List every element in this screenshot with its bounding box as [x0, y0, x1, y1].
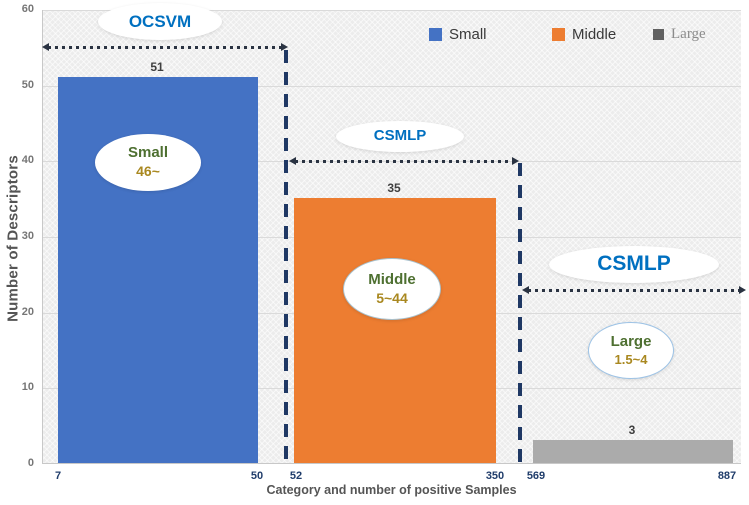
- arrowhead-right-icon: [281, 43, 288, 51]
- y-tick: 40: [21, 154, 34, 167]
- y-tick: 0: [27, 457, 34, 469]
- x-tick: 7: [54, 470, 62, 482]
- category-range: 5~44: [376, 289, 408, 306]
- dashed-divider-small-middle: [284, 50, 288, 463]
- csmlp-large-callout: CSMLP: [549, 246, 719, 283]
- middle-category-callout: Middle 5~44: [343, 258, 441, 320]
- csmlp-label: CSMLP: [597, 252, 671, 276]
- ocsvm-label: OCSVM: [128, 11, 192, 31]
- x-axis-title: Category and number of positive Samples: [266, 483, 517, 497]
- legend-label: Middle: [572, 26, 617, 43]
- csmlp-middle-callout: CSMLP: [336, 121, 464, 152]
- y-tick: 20: [21, 305, 34, 318]
- category-name: Middle: [368, 270, 416, 288]
- x-tick: 887: [717, 470, 737, 482]
- arrowhead-left-icon: [289, 157, 296, 165]
- bar-value-label: 51: [150, 60, 164, 75]
- legend-label: Large: [671, 26, 706, 42]
- large-category-callout: Large 1.5~4: [588, 322, 674, 379]
- x-tick: 52: [289, 470, 303, 482]
- x-tick: 50: [250, 470, 264, 482]
- arrowhead-left-icon: [42, 43, 49, 51]
- arrowhead-right-icon: [739, 286, 746, 294]
- legend-item-large: Large: [653, 26, 706, 43]
- legend-swatch-large-icon: [653, 29, 664, 40]
- y-tick: 50: [21, 78, 34, 91]
- bar-value-label: 3: [628, 423, 636, 438]
- csmlp-middle-range-arrow: [289, 157, 519, 165]
- category-name: Large: [610, 333, 652, 350]
- bar-large: [533, 440, 733, 463]
- legend-swatch-middle-icon: [552, 28, 565, 41]
- y-tick: 30: [21, 230, 34, 242]
- legend-label: Small: [449, 26, 487, 43]
- y-tick: 10: [21, 381, 34, 394]
- csmlp-large-range-arrow: [522, 286, 746, 294]
- arrowhead-left-icon: [522, 286, 529, 294]
- legend-item-small: Small: [429, 26, 487, 43]
- bar-middle: [294, 198, 496, 463]
- arrowhead-right-icon: [512, 157, 519, 165]
- y-tick: 60: [21, 3, 34, 15]
- dashed-divider-middle-large: [518, 163, 522, 463]
- gridline: [43, 85, 741, 87]
- category-name: Small: [127, 144, 169, 162]
- bar-value-label: 35: [387, 181, 401, 196]
- small-category-callout: Small 46~: [95, 134, 201, 191]
- x-tick: 569: [526, 470, 546, 482]
- gridline: [43, 10, 741, 11]
- ocsvm-callout: OCSVM: [98, 3, 222, 40]
- category-range: 46~: [136, 163, 160, 180]
- csmlp-label: CSMLP: [373, 127, 427, 145]
- plot-area: [42, 10, 741, 464]
- legend-item-middle: Middle: [552, 26, 616, 43]
- legend-swatch-small-icon: [429, 28, 442, 41]
- x-tick: 350: [485, 470, 505, 482]
- category-range: 1.5~4: [614, 351, 648, 367]
- ocsvm-range-arrow: [42, 43, 288, 51]
